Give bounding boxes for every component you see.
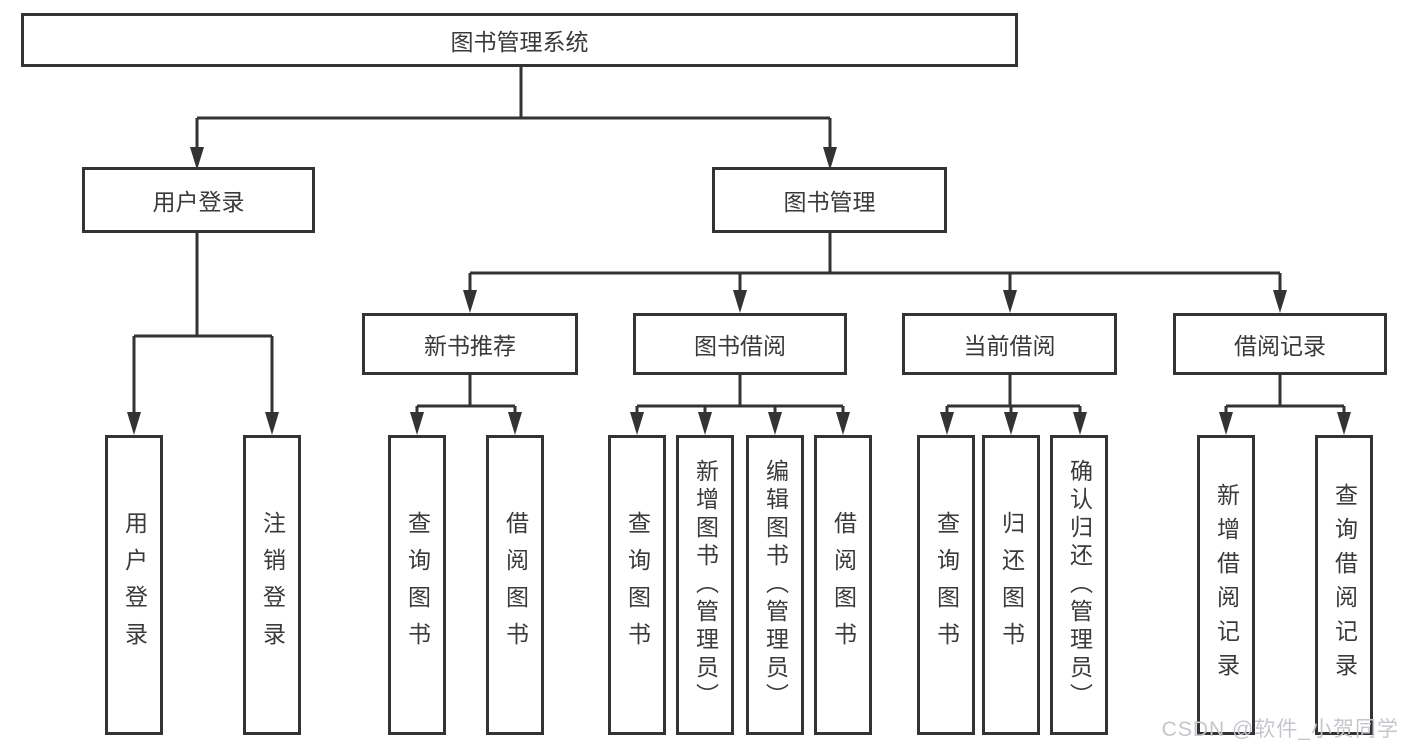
leaf-return-book-label: 归还图书	[998, 511, 1025, 659]
arrowheads	[127, 147, 1351, 435]
leaf-query-books-borrowing: 查询图书	[608, 435, 666, 735]
leaf-query-books-recommend-label: 查询图书	[404, 511, 431, 659]
node-book-borrowing-label: 图书借阅	[694, 333, 786, 359]
node-book-management: 图书管理	[712, 167, 947, 233]
node-book-management-label: 图书管理	[783, 189, 876, 215]
node-borrow-records-label: 借阅记录	[1234, 333, 1326, 359]
node-book-borrowing: 图书借阅	[633, 313, 847, 375]
leaf-borrow-books-borrowing-label: 借阅图书	[830, 511, 857, 659]
leaf-add-borrow-record: 新增借阅记录	[1197, 435, 1255, 735]
leaf-query-books-current: 查询图书	[917, 435, 975, 735]
csdn-watermark: CSDN @软件_小贺同学	[1161, 718, 1399, 741]
node-user-login-label: 用户登录	[152, 189, 245, 215]
leaf-add-book-admin: 新增图书（管理员）	[676, 435, 734, 735]
leaf-confirm-return-admin: 确认归还（管理员）	[1050, 435, 1108, 735]
node-root-label: 图书管理系统	[450, 29, 589, 55]
node-borrow-records: 借阅记录	[1173, 313, 1387, 375]
leaf-query-borrow-record: 查询借阅记录	[1315, 435, 1373, 735]
node-new-book-recommend-label: 新书推荐	[424, 333, 516, 359]
node-user-login: 用户登录	[82, 167, 315, 233]
leaf-logout-label: 注销登录	[259, 511, 286, 659]
leaf-edit-book-admin: 编辑图书（管理员）	[746, 435, 804, 735]
leaf-query-borrow-record-label: 查询借阅记录	[1331, 483, 1358, 687]
leaf-query-books-recommend: 查询图书	[388, 435, 446, 735]
leaf-edit-book-admin-label: 编辑图书（管理员）	[762, 459, 789, 711]
node-current-borrowing-label: 当前借阅	[963, 333, 1056, 359]
leaf-query-books-borrowing-label: 查询图书	[624, 511, 651, 659]
node-root: 图书管理系统	[21, 13, 1018, 67]
leaf-borrow-books-recommend-label: 借阅图书	[502, 511, 529, 659]
leaf-add-borrow-record-label: 新增借阅记录	[1213, 483, 1240, 687]
leaf-user-login: 用户登录	[105, 435, 163, 735]
connector-paths	[132, 66, 1346, 417]
leaf-add-book-admin-label: 新增图书（管理员）	[692, 459, 719, 711]
leaf-borrow-books-recommend: 借阅图书	[486, 435, 544, 735]
node-current-borrowing: 当前借阅	[902, 313, 1117, 375]
leaf-borrow-books-borrowing: 借阅图书	[814, 435, 872, 735]
leaf-user-login-label: 用户登录	[121, 511, 148, 659]
leaf-return-book: 归还图书	[982, 435, 1040, 735]
node-new-book-recommend: 新书推荐	[362, 313, 578, 375]
leaf-query-books-current-label: 查询图书	[933, 511, 960, 659]
leaf-logout: 注销登录	[243, 435, 301, 735]
leaf-confirm-return-admin-label: 确认归还（管理员）	[1066, 459, 1093, 711]
